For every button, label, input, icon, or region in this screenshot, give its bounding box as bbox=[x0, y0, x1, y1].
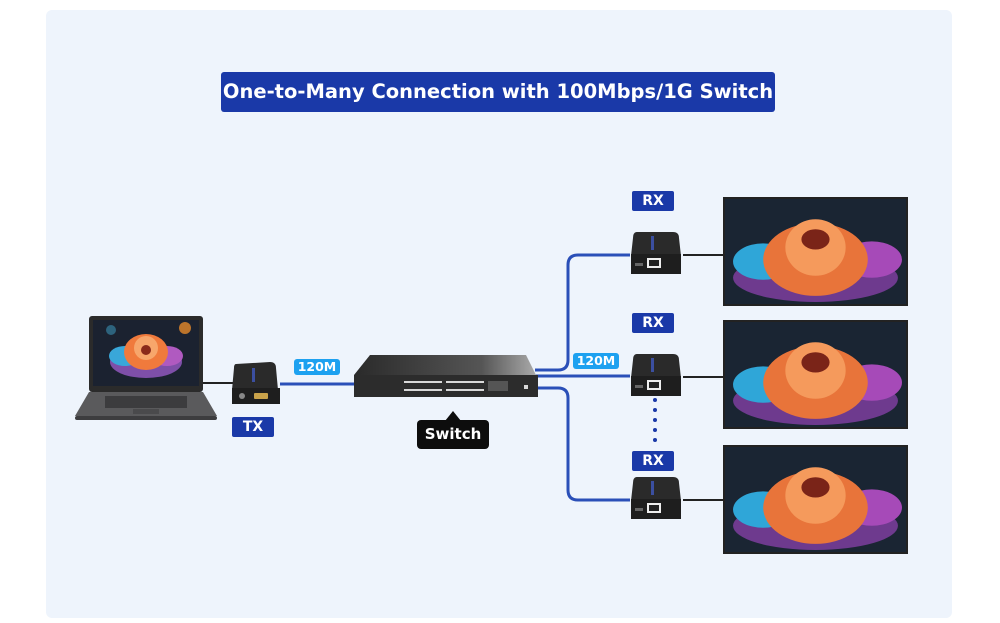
rx-label-2: RX bbox=[632, 313, 674, 333]
network-cable-switch-rx3 bbox=[535, 386, 630, 502]
display-3 bbox=[723, 445, 908, 554]
flower-image-icon bbox=[725, 447, 906, 552]
network-cable-switch-rx1 bbox=[535, 253, 630, 372]
flower-image-icon bbox=[725, 322, 906, 427]
speed-badge-rx: 120M bbox=[573, 353, 619, 369]
laptop-icon bbox=[75, 316, 217, 420]
rx-label-1: RX bbox=[632, 191, 674, 211]
network-switch bbox=[352, 353, 538, 400]
rx-label-3: RX bbox=[632, 451, 674, 471]
display-2 bbox=[723, 320, 908, 429]
diagram-title: One-to-Many Connection with 100Mbps/1G S… bbox=[221, 72, 775, 112]
more-receivers-ellipsis bbox=[653, 398, 657, 448]
display-1 bbox=[723, 197, 908, 306]
transmitter-device bbox=[230, 360, 280, 406]
tx-label: TX bbox=[232, 417, 274, 437]
switch-icon bbox=[354, 355, 538, 397]
receiver-device-2 bbox=[629, 352, 683, 398]
hdmi-extender-rx-icon bbox=[631, 354, 681, 396]
flower-image-icon bbox=[725, 199, 906, 304]
receiver-device-1 bbox=[629, 230, 683, 276]
laptop bbox=[75, 316, 217, 422]
speed-badge-tx: 120M bbox=[294, 359, 340, 375]
hdmi-extender-rx-icon bbox=[631, 232, 681, 274]
hdmi-extender-rx-icon bbox=[631, 477, 681, 519]
switch-label: Switch bbox=[417, 411, 489, 449]
hdmi-extender-tx-icon bbox=[232, 362, 280, 404]
receiver-device-3 bbox=[629, 475, 683, 521]
